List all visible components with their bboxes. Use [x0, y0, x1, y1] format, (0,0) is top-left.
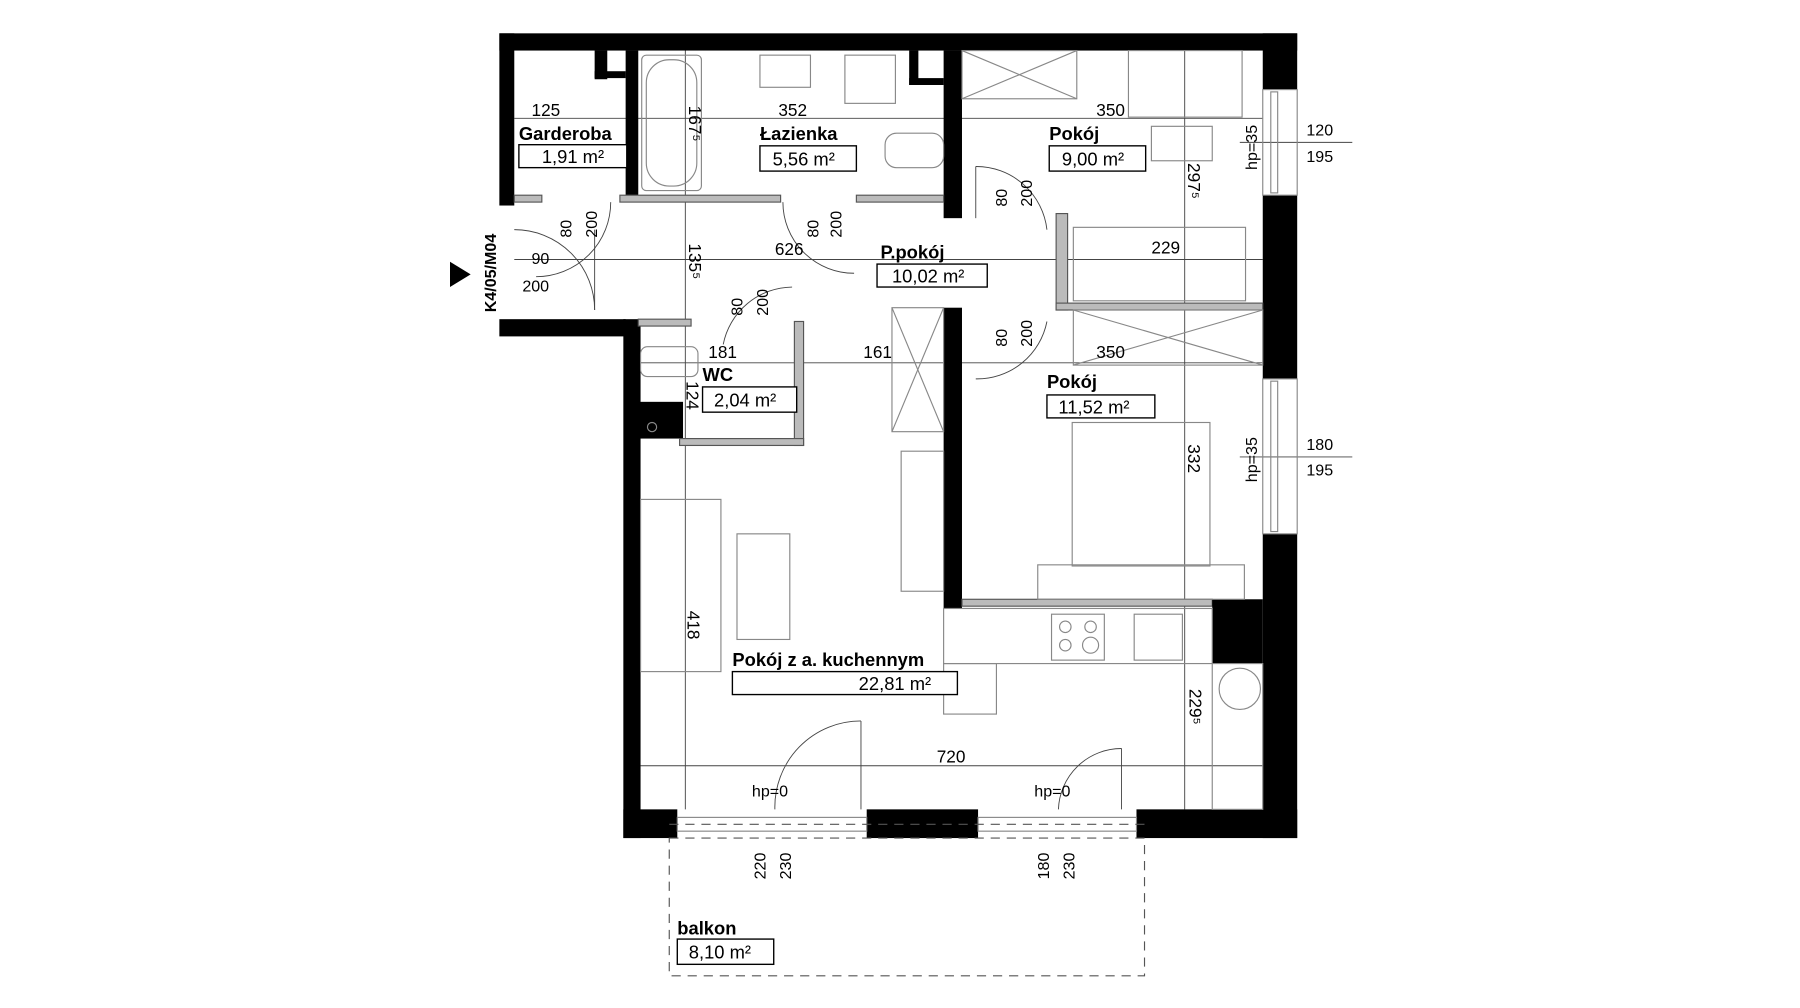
svg-text:120: 120 [1306, 122, 1333, 140]
room-pokoj-large: 350 332 Pokój 11,52 m² [1046, 342, 1204, 473]
svg-text:Pokój: Pokój [1049, 123, 1099, 144]
svg-text:11,52 m²: 11,52 m² [1058, 396, 1129, 417]
svg-text:80: 80 [993, 189, 1011, 207]
svg-text:230: 230 [777, 853, 795, 880]
svg-text:181: 181 [708, 342, 737, 362]
room-living-kitchen: 720 418 229⁵ Pokój z a. kuchennym 22,81 … [684, 611, 1206, 767]
svg-text:balkon: balkon [677, 917, 736, 938]
svg-text:200: 200 [1018, 320, 1036, 347]
svg-text:80: 80 [558, 220, 576, 238]
window-labels: hp=35 120 195 hp=35 180 195 hp=0 220 230… [752, 122, 1334, 880]
svg-text:hp=0: hp=0 [752, 783, 788, 801]
svg-text:195: 195 [1306, 461, 1333, 479]
svg-text:200: 200 [754, 289, 772, 316]
svg-text:80: 80 [804, 220, 822, 238]
svg-text:200: 200 [1018, 180, 1036, 207]
room-balcony: balkon 8,10 m² [676, 917, 775, 966]
svg-text:WC: WC [703, 364, 734, 385]
svg-text:80: 80 [993, 329, 1011, 347]
svg-text:124: 124 [682, 381, 702, 410]
door-labels: 90 200 80 200 80 200 80 200 80 200 80 20… [522, 180, 1036, 347]
svg-text:161: 161 [863, 342, 892, 362]
svg-text:352: 352 [778, 100, 807, 120]
svg-text:P.pokój: P.pokój [880, 241, 944, 262]
svg-text:hp=35: hp=35 [1243, 437, 1261, 482]
room-lazienka: 352 167⁵ Łazienka 5,56 m² [685, 100, 858, 172]
svg-text:418: 418 [684, 611, 704, 640]
svg-text:167⁵: 167⁵ [685, 106, 705, 142]
svg-text:229⁵: 229⁵ [1185, 689, 1205, 725]
svg-text:hp=35: hp=35 [1243, 125, 1261, 170]
svg-text:Pokój: Pokój [1047, 371, 1097, 392]
doors [514, 166, 1123, 810]
svg-text:2,04 m²: 2,04 m² [714, 389, 776, 410]
svg-text:Pokój z a. kuchennym: Pokój z a. kuchennym [732, 649, 924, 670]
svg-text:180: 180 [1306, 436, 1333, 454]
svg-text:180: 180 [1035, 853, 1053, 880]
svg-text:10,02 m²: 10,02 m² [892, 265, 964, 286]
svg-text:8,10 m²: 8,10 m² [689, 942, 751, 963]
balcony [668, 823, 1146, 977]
svg-text:9,00 m²: 9,00 m² [1062, 148, 1124, 169]
svg-text:Łazienka: Łazienka [760, 123, 838, 144]
entrance-arrow-icon [450, 261, 471, 288]
svg-text:135⁵: 135⁵ [685, 243, 705, 279]
furniture [639, 49, 1264, 810]
svg-text:220: 220 [752, 853, 770, 880]
svg-text:90: 90 [532, 250, 550, 268]
svg-text:332: 332 [1184, 444, 1204, 473]
svg-text:hp=0: hp=0 [1034, 783, 1070, 801]
svg-text:297⁵: 297⁵ [1184, 163, 1204, 199]
svg-text:22,81 m²: 22,81 m² [859, 673, 931, 694]
svg-text:350: 350 [1096, 100, 1125, 120]
exterior-walls [499, 33, 1298, 839]
svg-text:80: 80 [729, 298, 747, 316]
svg-text:626: 626 [775, 239, 804, 259]
room-pokoj-small: 350 297⁵ Pokój 9,00 m² 229 [1048, 100, 1204, 258]
plan-code: K4/05/M04 [482, 234, 500, 313]
room-hall: 626 135⁵ P.pokój 10,02 m² 161 [685, 239, 988, 362]
svg-text:Garderoba: Garderoba [519, 123, 613, 144]
room-wc: 181 124 WC 2,04 m² [682, 342, 798, 413]
svg-text:230: 230 [1060, 853, 1078, 880]
svg-text:200: 200 [827, 211, 845, 238]
room-garderoba: 125 Garderoba 1,91 m² [518, 100, 628, 169]
svg-text:5,56 m²: 5,56 m² [773, 148, 835, 169]
svg-text:125: 125 [532, 100, 561, 120]
svg-text:350: 350 [1096, 342, 1125, 362]
interior-walls [513, 50, 1264, 664]
svg-text:720: 720 [937, 746, 966, 766]
svg-text:195: 195 [1306, 148, 1333, 166]
svg-text:1,91 m²: 1,91 m² [542, 146, 604, 167]
svg-text:229: 229 [1151, 238, 1180, 258]
svg-text:200: 200 [522, 278, 549, 296]
svg-text:200: 200 [583, 211, 601, 238]
